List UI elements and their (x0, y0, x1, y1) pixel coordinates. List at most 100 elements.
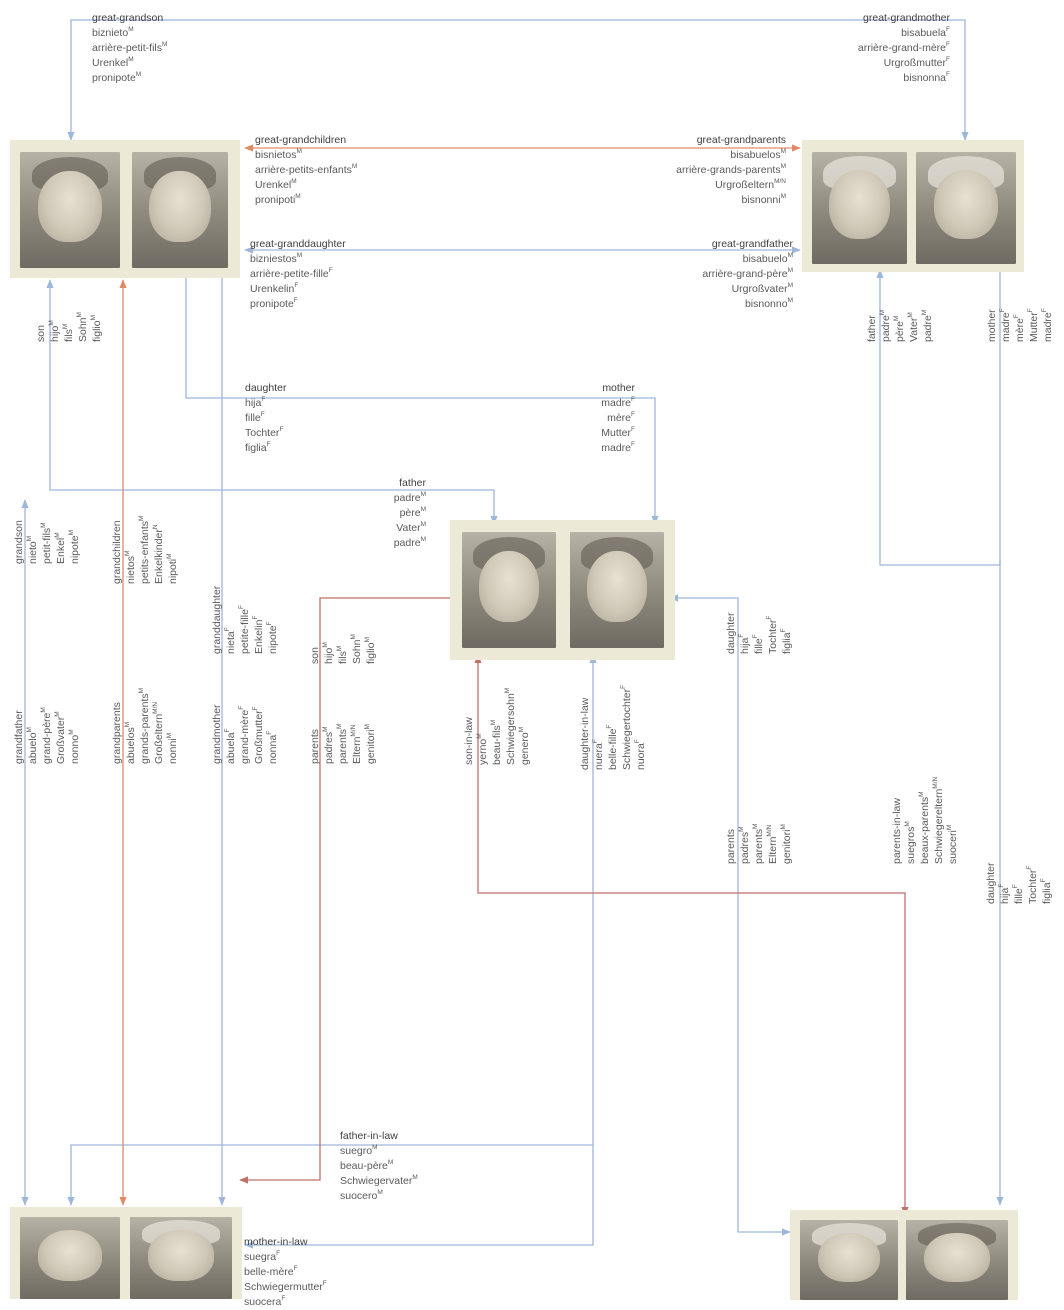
gender-marker: M (788, 252, 793, 259)
term-text: father (866, 315, 878, 342)
gender-marker: M (124, 722, 131, 727)
gender-marker: M (162, 41, 167, 48)
term-text: mère (607, 412, 631, 424)
gender-marker: M (364, 637, 371, 642)
term-text: Enkel (55, 538, 67, 564)
term-translation: hijoM (322, 634, 336, 664)
term-translation: grands-parentsM (138, 688, 152, 764)
gender-marker: M (918, 791, 925, 796)
term-translation: bisnietosM (255, 148, 357, 163)
term-heading: daughter (984, 863, 998, 904)
term-translation: TochterF (245, 426, 286, 441)
term-translation: hijaF (998, 863, 1012, 904)
term-text: hijo (49, 326, 61, 342)
gender-marker: F (1012, 884, 1019, 888)
term-text: abuelos (125, 727, 137, 764)
gender-marker: M/N (152, 702, 159, 714)
term-text: fille (245, 412, 261, 424)
term-text: Tochter (245, 427, 279, 439)
gender-marker: F (631, 441, 635, 448)
gender-marker: M (54, 711, 61, 716)
term-text: arrière-petite-fille (250, 268, 329, 280)
term-text: parents (753, 829, 765, 864)
gender-marker: F (752, 634, 759, 638)
term-text: great-grandmother (863, 12, 950, 24)
term-text: belle-mère (244, 1266, 294, 1278)
term-text: grandchildren (111, 520, 123, 584)
term-text: grand-père (41, 713, 53, 764)
term-translation: biznietoM (92, 26, 167, 41)
term-text: suegro (340, 1145, 372, 1157)
term-translation: SohnM (76, 312, 90, 342)
gender-marker: F (1027, 308, 1034, 312)
term-translation: abuelaF (224, 704, 238, 764)
term-translation: MutterF (1027, 308, 1041, 342)
gender-marker: M (62, 324, 69, 329)
father-label: fatherpadreMpèreMVaterMpadreM (340, 476, 426, 551)
gender-marker: M (26, 536, 33, 541)
term-text: hijo (323, 648, 335, 664)
gender-marker: M (780, 824, 787, 829)
gender-marker: M (90, 315, 97, 320)
term-translation: figliaF (780, 613, 794, 654)
term-translation: petits-enfantsM (138, 516, 152, 584)
girl-photo (132, 152, 228, 268)
gender-marker: M (48, 320, 55, 325)
term-text: son (309, 647, 321, 664)
mother-label: mothermadreFmèreFMutterFmadreF (540, 381, 635, 456)
term-text: nipoti (167, 559, 179, 584)
great-grandparents-label: great-grandparentsbisabuelosMarrière-gra… (640, 133, 786, 208)
term-text: bisnonna (903, 72, 946, 84)
term-text: Urenkelin (250, 283, 294, 295)
term-translation: hijoM (48, 312, 62, 342)
gender-marker: M (421, 536, 426, 543)
term-text: padres (739, 832, 751, 864)
term-text: grandfather (13, 710, 25, 764)
term-text: beaux-parents (919, 797, 931, 864)
term-text: son-in-law (463, 717, 475, 765)
term-translation: bizniestosM (250, 252, 346, 267)
term-text: parents (725, 829, 737, 864)
term-translation: filsM (336, 634, 350, 664)
term-translation: ElternM/N (350, 724, 364, 764)
term-text: Schwiegersohn (505, 693, 517, 765)
gender-marker: M (124, 551, 131, 556)
term-heading: father (340, 476, 426, 491)
term-text: arrière-grand-père (702, 268, 787, 280)
term-text: Schwiegermutter (244, 1281, 323, 1293)
term-translation: TochterF (766, 613, 780, 654)
term-text: genitori (365, 730, 377, 764)
term-text: madre (601, 397, 631, 409)
term-translation: suoceriM (946, 777, 960, 864)
term-text: Vater (908, 318, 920, 342)
gender-marker: M (350, 634, 357, 639)
term-translation: pèreM (340, 506, 426, 521)
term-text: parents (309, 729, 321, 764)
term-text: Schwiegereltern (933, 789, 945, 864)
term-text: arrière-petits-enfants (255, 164, 352, 176)
gender-marker: M (322, 726, 329, 731)
gender-marker: M (296, 148, 301, 155)
gender-marker: F (946, 71, 950, 78)
gender-marker: M (40, 522, 47, 527)
term-heading: son (34, 312, 48, 342)
term-translation: hijaF (738, 613, 752, 654)
term-heading: mother (540, 381, 635, 396)
term-text: bisnonno (745, 298, 788, 310)
gender-marker: M (476, 733, 483, 738)
term-translation: suegrosM (904, 777, 918, 864)
term-heading: great-granddaughter (250, 237, 346, 252)
term-text: nonno (69, 735, 81, 764)
term-translation: UrenkelM (92, 56, 167, 71)
gender-marker: M (138, 688, 145, 693)
term-translation: suegroM (340, 1144, 418, 1159)
term-translation: bisnonniM (640, 193, 786, 208)
gender-marker: F (946, 41, 950, 48)
term-text: beau-père (340, 1160, 388, 1172)
term-heading: great-grandson (92, 11, 167, 26)
term-translation: UrgroßvaterM (640, 282, 793, 297)
term-translation: mèreF (540, 411, 635, 426)
gender-marker: F (946, 26, 950, 33)
gender-marker: F (766, 616, 773, 620)
great-grandmother-label: great-grandmotherbisabuelaFarrière-grand… (800, 11, 950, 86)
